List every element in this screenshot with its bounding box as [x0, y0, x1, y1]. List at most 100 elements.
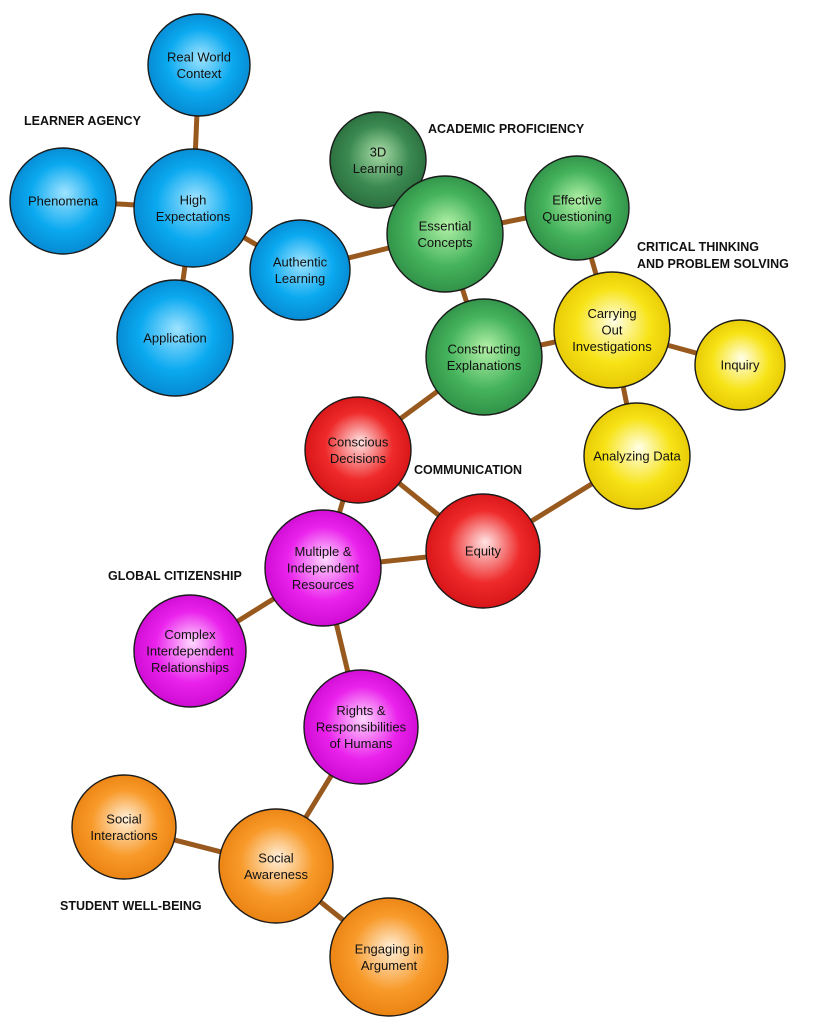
node-circle-analyzing-data	[583, 402, 691, 510]
node-analyzing-data: Analyzing Data	[583, 402, 691, 510]
node-label-line: Awareness	[244, 867, 309, 882]
node-label-line: Out	[602, 323, 623, 338]
node-label-line: Argument	[361, 958, 418, 973]
node-label-line: 3D	[370, 144, 387, 159]
node-label-line: Inquiry	[720, 358, 760, 373]
node-circle-complex-interdependent-relationships	[133, 594, 247, 708]
node-label-line: Context	[177, 66, 222, 81]
node-label-line: Decisions	[330, 451, 387, 466]
node-circle-carrying-out-investigations	[553, 271, 671, 389]
node-circle-constructing-explanations	[425, 298, 543, 416]
node-label-line: Multiple &	[294, 544, 351, 559]
node-label-line: Rights &	[336, 703, 385, 718]
node-label-line: Constructing	[448, 341, 521, 356]
node-circle-application	[116, 279, 234, 397]
node-label-line: Social	[258, 850, 294, 865]
group-label-communication: COMMUNICATION	[414, 463, 522, 477]
node-label-line: Carrying	[587, 306, 636, 321]
node-label-application: Application	[143, 331, 207, 346]
node-circle-essential-concepts	[386, 175, 504, 293]
node-label-line: Real World	[167, 49, 231, 64]
node-label-line: Questioning	[542, 209, 611, 224]
node-circle-phenomena	[9, 147, 117, 255]
node-label-line: Application	[143, 331, 207, 346]
node-label-phenomena: Phenomena	[28, 194, 99, 209]
node-label-line: Phenomena	[28, 194, 99, 209]
node-label-line: of Humans	[330, 736, 393, 751]
group-labels: LEARNER AGENCY ACADEMIC PROFICIENCY CRIT…	[24, 114, 789, 913]
node-label-3d-learning: 3D Learning	[353, 144, 404, 176]
group-label-global-citizenship: GLOBAL CITIZENSHIP	[108, 569, 242, 583]
node-label-equity: Equity	[465, 544, 502, 559]
node-circle-inquiry	[694, 319, 786, 411]
node-circle-authentic-learning	[249, 219, 351, 321]
node-application: Application	[116, 279, 234, 397]
node-circle-real-world-context	[147, 13, 251, 117]
node-label-line: Explanations	[447, 358, 522, 373]
node-circle-social-awareness	[218, 808, 334, 924]
node-label-line: Learning	[353, 161, 404, 176]
node-label-line: Effective	[552, 192, 602, 207]
node-phenomena: Phenomena	[9, 147, 117, 255]
node-label-line: Relationships	[151, 660, 230, 675]
node-label-line: Complex	[164, 627, 216, 642]
node-label-line: Concepts	[418, 235, 473, 250]
node-label-analyzing-data: Analyzing Data	[593, 449, 681, 464]
node-label-line: Social	[106, 811, 142, 826]
node-label-line: Interactions	[90, 828, 158, 843]
node-circle-multiple-independent-resources	[264, 509, 382, 627]
node-circle-effective-questioning	[524, 155, 630, 261]
node-label-line: Analyzing Data	[593, 449, 681, 464]
group-label-learner-agency: LEARNER AGENCY	[24, 114, 142, 128]
group-label-student-well-being: STUDENT WELL-BEING	[60, 899, 202, 913]
node-label-line: High	[180, 192, 207, 207]
group-label-critical-thinking-line-1: CRITICAL THINKING	[637, 240, 759, 254]
node-label-line: Learning	[275, 271, 326, 286]
node-circle-conscious-decisions	[304, 396, 412, 504]
node-label-line: Investigations	[572, 339, 652, 354]
node-circle-social-interactions	[71, 774, 177, 880]
node-label-line: Independent	[287, 561, 360, 576]
node-label-line: Conscious	[328, 434, 389, 449]
node-circle-rights-responsibilities	[303, 669, 419, 785]
node-label-line: Resources	[292, 577, 355, 592]
node-label-line: Interdependent	[146, 644, 234, 659]
node-circle-equity	[425, 493, 541, 609]
node-label-line: Essential	[419, 218, 472, 233]
node-label-line: Responsibilities	[316, 720, 407, 735]
node-label-inquiry: Inquiry	[720, 358, 760, 373]
node-circle-high-expectations	[133, 148, 253, 268]
node-circle-3d-learning	[329, 111, 427, 209]
node-equity: Equity	[425, 493, 541, 609]
node-label-line: Expectations	[156, 209, 231, 224]
